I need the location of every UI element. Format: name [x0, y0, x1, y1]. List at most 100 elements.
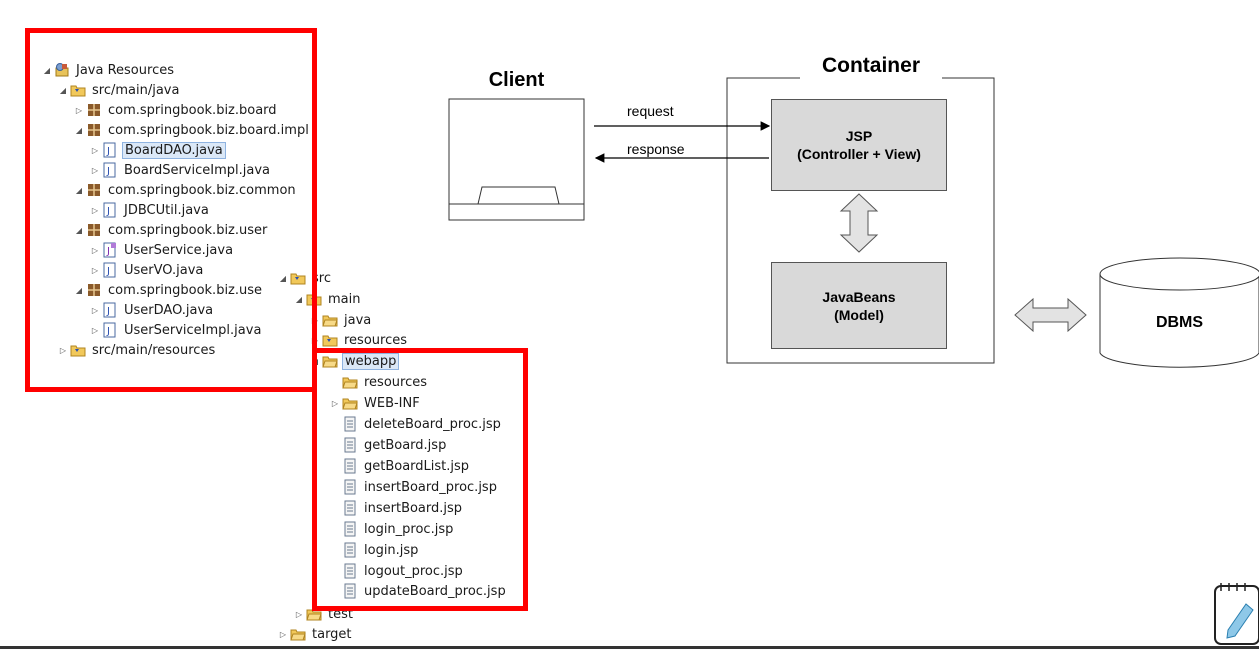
jsp-file-icon	[342, 479, 358, 495]
collapsed-twisty-icon[interactable]: ▷	[59, 345, 67, 355]
tree-item-label: com.springbook.biz.use	[108, 282, 263, 298]
tree-item[interactable]: getBoard.jsp	[330, 435, 448, 455]
beans-dbms-double-arrow	[1014, 297, 1087, 333]
svg-text:J: J	[106, 266, 110, 277]
svg-text:J: J	[106, 146, 110, 157]
collapsed-twisty-icon[interactable]: ▷	[91, 325, 99, 335]
expanded-twisty-icon[interactable]: ◢	[295, 294, 303, 304]
memo-pencil-icon[interactable]	[1213, 580, 1259, 646]
tree-item[interactable]: resources	[330, 372, 429, 392]
dbms-label: DBMS	[1155, 314, 1204, 331]
java-file-icon: J	[102, 262, 118, 278]
jsp-beans-double-arrow	[839, 193, 879, 253]
javabeans-title: JavaBeans	[822, 288, 896, 305]
tree-item-label: deleteBoard_proc.jsp	[364, 416, 501, 432]
expanded-twisty-icon[interactable]: ◢	[75, 285, 83, 295]
source-folder-icon	[290, 270, 306, 286]
java-file-icon: J	[102, 322, 118, 338]
tree-item-label: login_proc.jsp	[364, 521, 454, 537]
tree-item-label: UserDAO.java	[124, 302, 214, 318]
tree-item[interactable]: ◢ com.springbook.biz.common	[74, 180, 298, 200]
tree-item[interactable]: ◢Java Resources	[42, 60, 176, 80]
java-interface-icon: J	[102, 242, 118, 258]
tree-item-label: logout_proc.jsp	[364, 563, 463, 579]
tree-item-label: com.springbook.biz.common	[108, 182, 296, 198]
svg-text:J: J	[106, 326, 110, 337]
tree-item[interactable]: ◢ com.springbook.biz.use	[74, 280, 264, 300]
tree-item[interactable]: ◢com.springbook.biz.user	[74, 220, 269, 240]
tree-item[interactable]: ▷java	[310, 310, 373, 330]
source-folder-icon	[70, 342, 86, 358]
tree-item[interactable]: ▷ target	[278, 624, 354, 644]
tree-item-label: JDBCUtil.java	[124, 202, 209, 218]
tree-item[interactable]: deleteBoard_proc.jsp	[330, 414, 503, 434]
tree-item[interactable]: logout_proc.jsp	[330, 561, 465, 581]
client-computer-icon	[448, 98, 585, 221]
tree-item-label: webapp	[342, 352, 400, 370]
tree-item[interactable]: ◢com.springbook.biz.board.impl	[74, 120, 311, 140]
collapsed-twisty-icon[interactable]: ▷	[91, 265, 99, 275]
expanded-twisty-icon[interactable]: ◢	[279, 273, 287, 283]
tree-item-label: updateBoard_proc.jsp	[364, 583, 506, 599]
collapsed-twisty-icon[interactable]: ▷	[91, 245, 99, 255]
expanded-twisty-icon[interactable]: ◢	[75, 125, 83, 135]
package-icon	[86, 102, 102, 118]
tree-item[interactable]: insertBoard_proc.jsp	[330, 477, 499, 497]
tree-item[interactable]: ▷ WEB-INF	[330, 393, 422, 413]
dbms-cylinder-icon	[1099, 257, 1259, 368]
collapsed-twisty-icon[interactable]: ▷	[279, 629, 287, 639]
tree-item-label: BoardServiceImpl.java	[124, 162, 270, 178]
collapsed-twisty-icon[interactable]: ▷	[91, 145, 99, 155]
tree-item-label: java	[344, 312, 372, 328]
tree-item[interactable]: ▷ J BoardServiceImpl.java	[90, 160, 272, 180]
collapsed-twisty-icon[interactable]: ▷	[91, 305, 99, 315]
expanded-twisty-icon[interactable]: ◢	[43, 65, 51, 75]
collapsed-twisty-icon[interactable]: ▷	[91, 165, 99, 175]
expanded-twisty-icon[interactable]: ◢	[75, 185, 83, 195]
tree-item[interactable]: getBoardList.jsp	[330, 456, 471, 476]
jsp-title: JSP	[845, 128, 873, 144]
tree-item-label: WEB-INF	[364, 395, 420, 411]
collapsed-twisty-icon[interactable]: ▷	[75, 105, 83, 115]
svg-text:J: J	[106, 166, 110, 177]
collapsed-twisty-icon[interactable]: ▷	[331, 398, 339, 408]
tree-item-label: resources	[364, 374, 428, 390]
collapsed-twisty-icon[interactable]: ▷	[91, 205, 99, 215]
tree-item[interactable]: insertBoard.jsp	[330, 498, 464, 518]
jsp-file-icon	[342, 583, 358, 599]
tree-item[interactable]: ▷ com.springbook.biz.board	[74, 100, 279, 120]
tree-item-label: src/main/resources	[92, 342, 216, 358]
tree-item-label: main	[328, 291, 361, 307]
jsp-file-icon	[342, 500, 358, 516]
collapsed-twisty-icon[interactable]: ▷	[295, 609, 303, 619]
tree-item-label: getBoardList.jsp	[364, 458, 470, 474]
tree-item-label: com.springbook.biz.board	[108, 102, 277, 118]
javabeans-subtitle: (Model)	[834, 306, 884, 323]
folder-icon	[342, 374, 358, 390]
tree-item[interactable]: ◢webapp	[310, 351, 400, 371]
response-label: response	[627, 141, 685, 157]
tree-item-label: target	[312, 626, 352, 642]
tree-item-label: insertBoard_proc.jsp	[364, 479, 497, 495]
tree-item[interactable]: login.jsp	[330, 540, 420, 560]
client-label: Client	[488, 69, 545, 91]
expanded-twisty-icon[interactable]: ◢	[75, 225, 83, 235]
request-label: request	[627, 103, 674, 119]
tree-item[interactable]: ◢src/main/java	[58, 80, 181, 100]
tree-item[interactable]: updateBoard_proc.jsp	[330, 581, 508, 601]
jsp-file-icon	[342, 458, 358, 474]
package-icon	[86, 182, 102, 198]
jsp-file-icon	[342, 542, 358, 558]
expanded-twisty-icon[interactable]: ◢	[59, 85, 67, 95]
tree-item[interactable]: login_proc.jsp	[330, 519, 455, 539]
tree-item-label: insertBoard.jsp	[364, 500, 463, 516]
tree-item[interactable]: ▷ src/main/resources	[58, 340, 217, 360]
jsp-file-icon	[342, 437, 358, 453]
